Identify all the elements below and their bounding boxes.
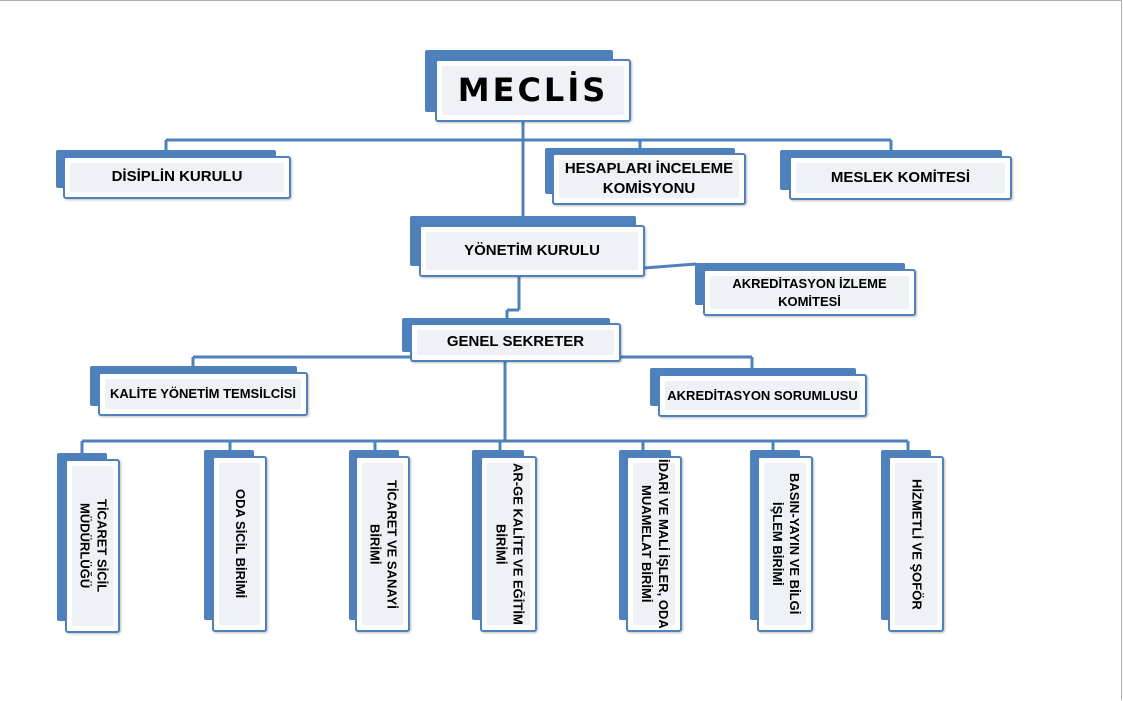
unit-ticaret-sanayi-label: TİCARET VE SANAYİ BİRİMİ — [367, 479, 400, 609]
unit-ticaret-sicil-box: TİCARET SİCİL MÜDÜRLÜĞÜ — [57, 453, 121, 634]
kalite-yonetim-box: KALİTE YÖNETİM TEMSİLCİSİ — [90, 366, 309, 417]
unit-arge-box: AR-GE KALİTE VE EĞİTİM BİRİMİ — [472, 450, 538, 633]
unit-idari-mali-label: İDARİ VE MALİ İŞLER, ODA MUAMELAT BİRİMİ — [639, 459, 671, 629]
genel-sekreter-box: GENEL SEKRETER — [402, 318, 622, 363]
akreditasyon-izleme-box: AKREDİTASYON İZLEME KOMİTESİ — [695, 263, 917, 317]
genel-sekreter-label: GENEL SEKRETER — [446, 333, 585, 351]
unit-hizmetli-sofor-label: HİZMETLİ VE ŞOFÖR — [909, 478, 925, 610]
unit-oda-sicil-box: ODA SİCİL BİRİMİ — [204, 450, 268, 633]
unit-ticaret-sanayi-box: TİCARET VE SANAYİ BİRİMİ — [349, 450, 411, 633]
unit-arge-label: AR-GE KALİTE VE EĞİTİM BİRİMİ — [493, 463, 526, 625]
unit-hizmetli-sofor-box: HİZMETLİ VE ŞOFÖR — [881, 450, 945, 633]
meslek-komitesi-box: MESLEK KOMİTESİ — [780, 150, 1014, 201]
disiplin-kurulu-label: DİSİPLİN KURULU — [111, 168, 243, 186]
unit-ticaret-sicil-label: TİCARET SİCİL MÜDÜRLÜĞÜ — [77, 499, 110, 593]
meslek-komitesi-label: MESLEK KOMİTESİ — [830, 168, 971, 186]
akreditasyon-izleme-label: AKREDİTASYON İZLEME KOMİTESİ — [732, 275, 887, 309]
unit-oda-sicil-label: ODA SİCİL BİRİMİ — [232, 489, 248, 599]
unit-basin-yayin-box: BASIN-YAYIN VE BİLGİ İŞLEM BİRİMİ — [750, 450, 814, 633]
akreditasyon-sorumlusu-label: AKREDİTASYON SORUMLUSU — [667, 387, 858, 403]
hesaplari-inceleme-label: HESAPLARI İNCELEME KOMİSYONU — [564, 159, 734, 197]
yonetim-kurulu-label: YÖNETİM KURULU — [464, 241, 600, 259]
unit-idari-mali-box: İDARİ VE MALİ İŞLER, ODA MUAMELAT BİRİMİ — [619, 450, 683, 633]
akreditasyon-sorumlusu-box: AKREDİTASYON SORUMLUSU — [650, 368, 868, 418]
meclis-label: MECLİS — [457, 70, 609, 109]
meclis-box: MECLİS — [425, 50, 635, 125]
disiplin-kurulu-box: DİSİPLİN KURULU — [56, 150, 292, 200]
yonetim-kurulu-box: YÖNETİM KURULU — [410, 216, 646, 278]
unit-basin-yayin-label: BASIN-YAYIN VE BİLGİ İŞLEM BİRİMİ — [770, 473, 802, 615]
kalite-yonetim-label: KALİTE YÖNETİM TEMSİLCİSİ — [109, 386, 297, 402]
hesaplari-inceleme-box: HESAPLARI İNCELEME KOMİSYONU — [545, 148, 747, 206]
